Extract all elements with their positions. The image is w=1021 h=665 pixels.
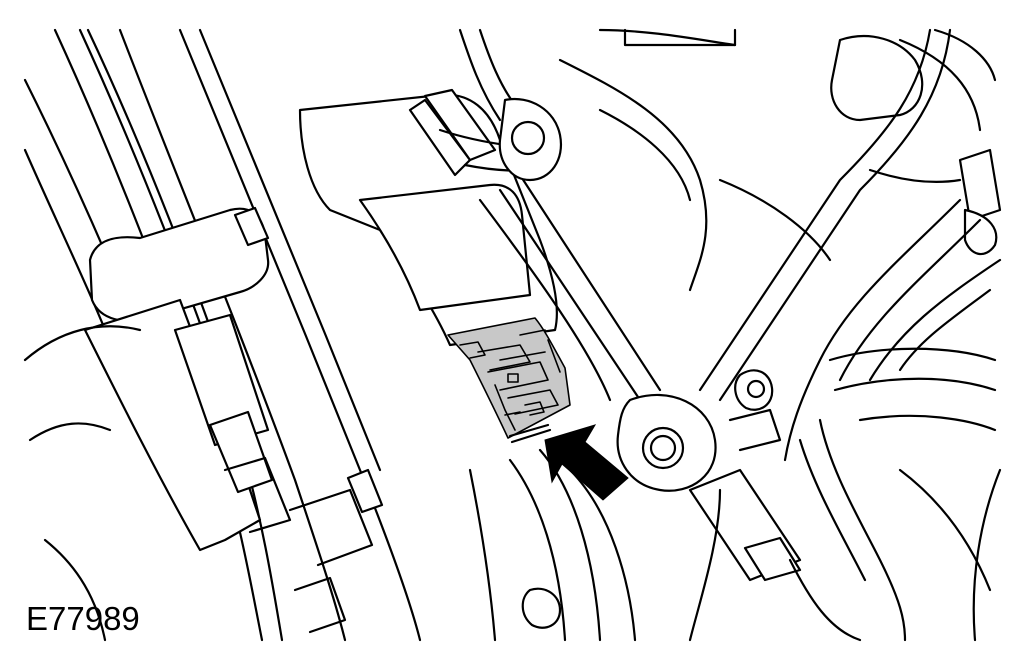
round-fitting [616, 393, 862, 642]
figure-reference-code: E77989 [26, 600, 140, 637]
lower-center-cables [468, 448, 637, 642]
left-bracket [23, 206, 384, 642]
right-hoses [728, 148, 1002, 642]
upper-right-structures [458, 28, 997, 292]
central-housing [298, 88, 662, 402]
highlighted-connector [447, 317, 571, 444]
left-frame-rails [23, 28, 422, 642]
callout-arrow-icon [544, 424, 629, 501]
diagonal-rod [698, 28, 952, 402]
